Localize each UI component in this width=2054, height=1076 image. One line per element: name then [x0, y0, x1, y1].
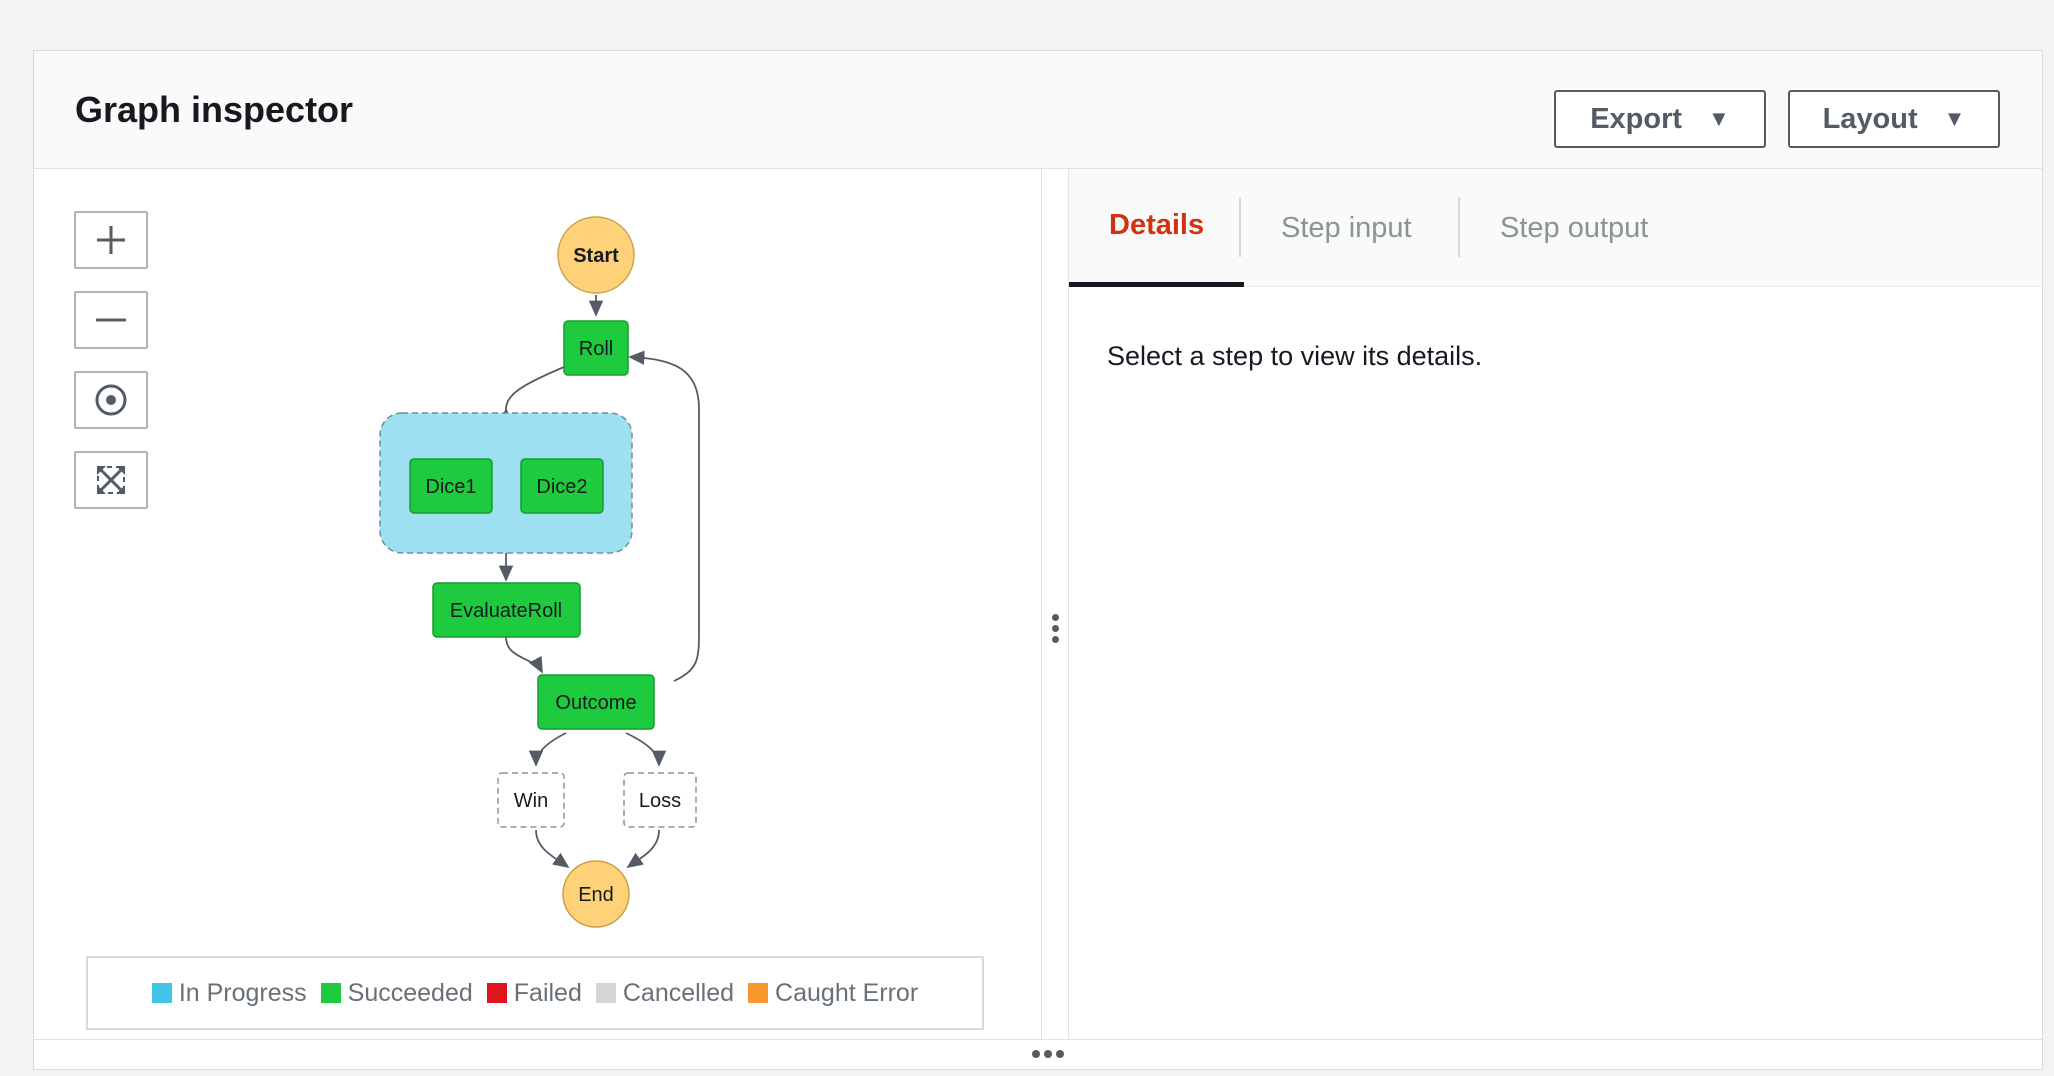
legend-item-cancelled: Cancelled: [595, 978, 735, 1008]
tab-divider: [1239, 197, 1241, 257]
export-button-label: Export: [1590, 102, 1683, 135]
legend-swatch: [320, 983, 341, 1003]
caret-down-icon: ▼: [1943, 106, 1966, 131]
node-roll[interactable]: Roll: [563, 320, 629, 376]
legend-item-in-progress: In Progress: [151, 978, 307, 1008]
legend-swatch: [595, 983, 616, 1003]
minus-icon: [96, 318, 126, 322]
page-title: Graph inspector: [75, 89, 354, 130]
node-evaluate-roll[interactable]: EvaluateRoll: [432, 582, 581, 638]
layout-button[interactable]: Layout ▼: [1788, 90, 2000, 148]
tab-bar: Details Step input Step output: [1069, 169, 2042, 287]
legend-label: Caught Error: [775, 978, 919, 1007]
center-button[interactable]: [74, 371, 148, 429]
node-dice1[interactable]: Dice1: [409, 458, 493, 514]
legend-item-caught-error: Caught Error: [748, 979, 918, 1008]
tab-divider: [1458, 197, 1460, 257]
status-legend: In Progress Succeeded Failed Cancelled C…: [86, 956, 984, 1030]
node-start[interactable]: Start: [557, 216, 635, 294]
zoom-in-button[interactable]: [74, 211, 148, 269]
state-machine-graph: Start Roll Dice1 Dice2 EvaluateRol: [379, 216, 700, 928]
legend-label: Cancelled: [622, 978, 735, 1007]
legend-swatch: [151, 983, 172, 1003]
svg-text:EvaluateRoll: EvaluateRoll: [450, 600, 562, 622]
node-end[interactable]: End: [562, 860, 630, 928]
caret-down-icon: ▼: [1708, 106, 1730, 131]
target-icon: [95, 384, 127, 416]
export-button[interactable]: Export ▼: [1554, 90, 1766, 148]
graph-inspector-panel: Graph inspector Export ▼ Layout ▼: [33, 50, 2043, 1070]
svg-text:End: End: [578, 884, 614, 906]
svg-text:Loss: Loss: [639, 790, 681, 812]
graph-canvas[interactable]: Start Roll Dice1 Dice2 EvaluateRol: [34, 169, 1041, 1039]
legend-label: Succeeded: [347, 978, 473, 1007]
tab-step-output[interactable]: Step output: [1500, 211, 1649, 244]
details-message: Select a step to view its details.: [1107, 341, 1483, 371]
plus-icon: [97, 226, 125, 254]
details-panel: Details Step input Step output Select a …: [1069, 169, 2042, 1039]
svg-text:Dice2: Dice2: [536, 476, 587, 498]
tab-step-input[interactable]: Step input: [1281, 211, 1412, 244]
svg-text:Dice1: Dice1: [425, 476, 476, 498]
panel-header: Graph inspector Export ▼ Layout ▼: [34, 51, 2042, 169]
legend-item-failed: Failed: [486, 978, 582, 1008]
tab-details[interactable]: Details: [1069, 169, 1245, 287]
parallel-group[interactable]: [379, 412, 633, 554]
svg-text:Roll: Roll: [579, 338, 613, 360]
fit-to-screen-button[interactable]: [74, 451, 148, 509]
expand-icon: [97, 466, 125, 494]
resize-handle-vertical[interactable]: [1041, 169, 1069, 1039]
layout-button-label: Layout: [1822, 102, 1918, 135]
drag-handle-icon[interactable]: [1050, 614, 1060, 643]
zoom-out-button[interactable]: [74, 291, 148, 349]
node-loss[interactable]: Loss: [623, 772, 697, 828]
node-dice2[interactable]: Dice2: [520, 458, 604, 514]
legend-label: In Progress: [178, 978, 307, 1007]
svg-text:Start: Start: [573, 245, 619, 267]
node-win[interactable]: Win: [497, 772, 565, 828]
legend-label: Failed: [513, 978, 582, 1007]
legend-item-succeeded: Succeeded: [320, 978, 473, 1008]
legend-swatch: [486, 983, 507, 1003]
svg-text:Win: Win: [514, 790, 548, 812]
svg-text:Outcome: Outcome: [555, 692, 636, 714]
drag-handle-icon[interactable]: [1032, 1050, 1064, 1058]
resize-handle-horizontal[interactable]: [34, 1039, 2042, 1069]
legend-swatch: [748, 983, 769, 1003]
node-outcome[interactable]: Outcome: [537, 674, 655, 730]
